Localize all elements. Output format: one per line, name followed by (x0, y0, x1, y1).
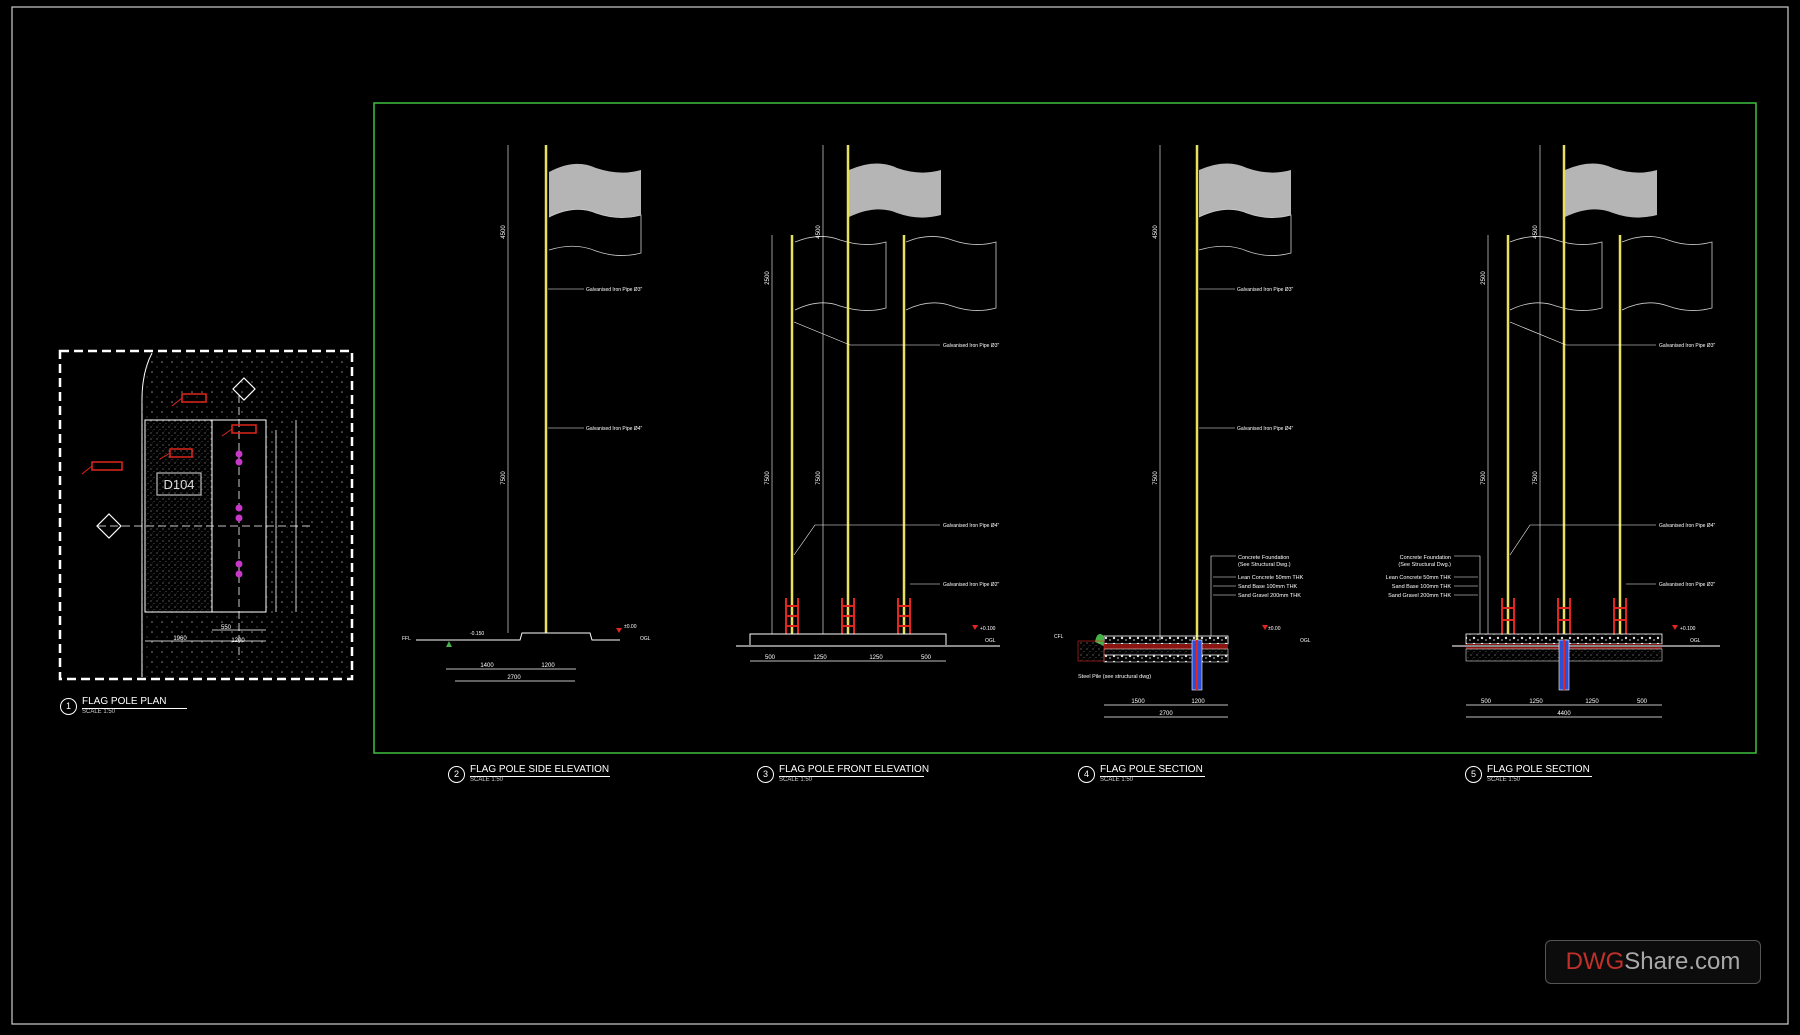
svg-text:±0.00: ±0.00 (1268, 626, 1281, 632)
svg-text:-0.150: -0.150 (470, 631, 484, 637)
svg-text:500: 500 (921, 655, 932, 661)
svg-text:1250: 1250 (813, 655, 827, 661)
view-number: 5 (1465, 766, 1482, 783)
flag-pole-section-5: 4500 2500 7500 7500 Galvanised Iron Pipe… (1386, 145, 1720, 718)
view-scale: SCALE 1:50 (1100, 777, 1134, 783)
room-tag-box (156, 472, 202, 496)
svg-text:4500: 4500 (816, 225, 822, 239)
svg-text:2700: 2700 (1159, 711, 1173, 717)
svg-text:Steel Pile (see structural dwg: Steel Pile (see structural dwg) (1078, 674, 1151, 680)
svg-text:7500: 7500 (1533, 471, 1539, 485)
svg-text:Galvanised Iron Pipe Ø2": Galvanised Iron Pipe Ø2" (1659, 582, 1715, 588)
svg-text:±0.00: ±0.00 (624, 624, 637, 630)
svg-text:1960: 1960 (173, 636, 187, 642)
svg-text:Galvanised Iron Pipe Ø4": Galvanised Iron Pipe Ø4" (1659, 523, 1715, 529)
svg-text:1400: 1400 (480, 663, 494, 669)
view-name: FLAG POLE PLAN (82, 696, 187, 709)
view-number: 2 (448, 766, 465, 783)
svg-text:1200: 1200 (541, 663, 555, 669)
svg-text:4400: 4400 (1557, 711, 1571, 717)
svg-text:Galvanised Iron Pipe Ø3": Galvanised Iron Pipe Ø3" (1659, 343, 1715, 349)
svg-text:OGL: OGL (640, 636, 651, 642)
view-scale: SCALE 1:50 (82, 709, 116, 715)
svg-text:Galvanised Iron Pipe Ø4": Galvanised Iron Pipe Ø4" (586, 426, 642, 432)
svg-text:FFL: FFL (402, 636, 411, 642)
svg-text:1200: 1200 (1191, 699, 1205, 705)
svg-text:500: 500 (1637, 699, 1648, 705)
view-number: 4 (1078, 766, 1095, 783)
svg-text:Concrete Foundation: Concrete Foundation (1238, 555, 1289, 561)
sheet-border (11, 6, 1789, 1025)
svg-text:OGL: OGL (1690, 638, 1701, 644)
svg-text:1250: 1250 (869, 655, 883, 661)
svg-text:1250: 1250 (1529, 699, 1543, 705)
view-number: 3 (757, 766, 774, 783)
watermark-part1: DWG (1565, 948, 1625, 975)
svg-text:CFL: CFL (1054, 634, 1064, 640)
svg-text:Lean Concrete 50mm THK: Lean Concrete 50mm THK (1238, 575, 1304, 581)
svg-text:550: 550 (221, 625, 232, 631)
view-scale: SCALE 1:50 (779, 777, 813, 783)
svg-text:Sand Base 100mm THK: Sand Base 100mm THK (1392, 584, 1452, 590)
svg-text:4500: 4500 (1153, 225, 1159, 239)
svg-text:OGL: OGL (985, 638, 996, 644)
viewport-frame (373, 102, 1757, 754)
svg-text:7500: 7500 (765, 471, 771, 485)
view-number: 1 (60, 698, 77, 715)
svg-text:7500: 7500 (1153, 471, 1159, 485)
svg-text:Sand Gravel 200mm THK: Sand Gravel 200mm THK (1238, 593, 1301, 599)
svg-text:2500: 2500 (765, 271, 771, 285)
flag-pole-front-elevation: 4500 2500 7500 7500 Galvanised Iron Pipe… (736, 145, 1000, 662)
view-name: FLAG POLE SECTION (1100, 764, 1205, 777)
svg-text:Galvanised Iron Pipe Ø2": Galvanised Iron Pipe Ø2" (943, 582, 999, 588)
svg-text:7500: 7500 (501, 471, 507, 485)
svg-text:Galvanised Iron Pipe Ø3": Galvanised Iron Pipe Ø3" (586, 287, 642, 293)
svg-text:7500: 7500 (816, 471, 822, 485)
svg-text:2700: 2700 (507, 675, 521, 681)
svg-text:500: 500 (765, 655, 776, 661)
svg-text:2500: 2500 (1481, 271, 1487, 285)
flag-pole-side-elevation: 4500 7500 Galvanised Iron Pipe Ø3" Galva… (402, 145, 651, 682)
svg-text:Galvanised Iron Pipe Ø4": Galvanised Iron Pipe Ø4" (943, 523, 999, 529)
view-name: FLAG POLE SIDE ELEVATION (470, 764, 610, 777)
watermark-part2: Share.com (1624, 948, 1741, 975)
svg-text:Lean Concrete 50mm THK: Lean Concrete 50mm THK (1386, 575, 1452, 581)
svg-text:1250: 1250 (1585, 699, 1599, 705)
svg-text:OGL: OGL (1300, 638, 1311, 644)
watermark-logo[interactable]: DWGShare.com (1545, 940, 1761, 984)
view-name: FLAG POLE FRONT ELEVATION (779, 764, 930, 777)
svg-text:(See Structural Dwg.): (See Structural Dwg.) (1238, 562, 1291, 568)
svg-text:4500: 4500 (501, 225, 507, 239)
room-tag: D104 (163, 477, 194, 492)
view-scale: SCALE 1:50 (470, 777, 504, 783)
svg-text:4500: 4500 (1533, 225, 1539, 239)
svg-text:+0.100: +0.100 (980, 626, 996, 632)
view-name: FLAG POLE SECTION (1487, 764, 1592, 777)
svg-text:Galvanised Iron Pipe Ø3": Galvanised Iron Pipe Ø3" (1237, 287, 1293, 293)
svg-text:Galvanised Iron Pipe Ø3": Galvanised Iron Pipe Ø3" (943, 343, 999, 349)
svg-text:500: 500 (1481, 699, 1492, 705)
svg-text:Concrete Foundation: Concrete Foundation (1400, 555, 1451, 561)
svg-text:1500: 1500 (1131, 699, 1145, 705)
svg-text:7500: 7500 (1481, 471, 1487, 485)
view-scale: SCALE 1:50 (1487, 777, 1521, 783)
svg-text:1200: 1200 (231, 638, 245, 644)
svg-text:+0.100: +0.100 (1680, 626, 1696, 632)
flag-pole-section-4: 4500 7500 Galvanised Iron Pipe Ø3" Galva… (1054, 145, 1311, 718)
svg-text:Sand Gravel 200mm THK: Sand Gravel 200mm THK (1388, 593, 1451, 599)
svg-text:Sand Base 100mm THK: Sand Base 100mm THK (1238, 584, 1298, 590)
flag-pole-plan: D104 1960 550 1200 (58, 349, 354, 681)
svg-text:(See Structural Dwg.): (See Structural Dwg.) (1398, 562, 1451, 568)
svg-text:Galvanised Iron Pipe Ø4": Galvanised Iron Pipe Ø4" (1237, 426, 1293, 432)
